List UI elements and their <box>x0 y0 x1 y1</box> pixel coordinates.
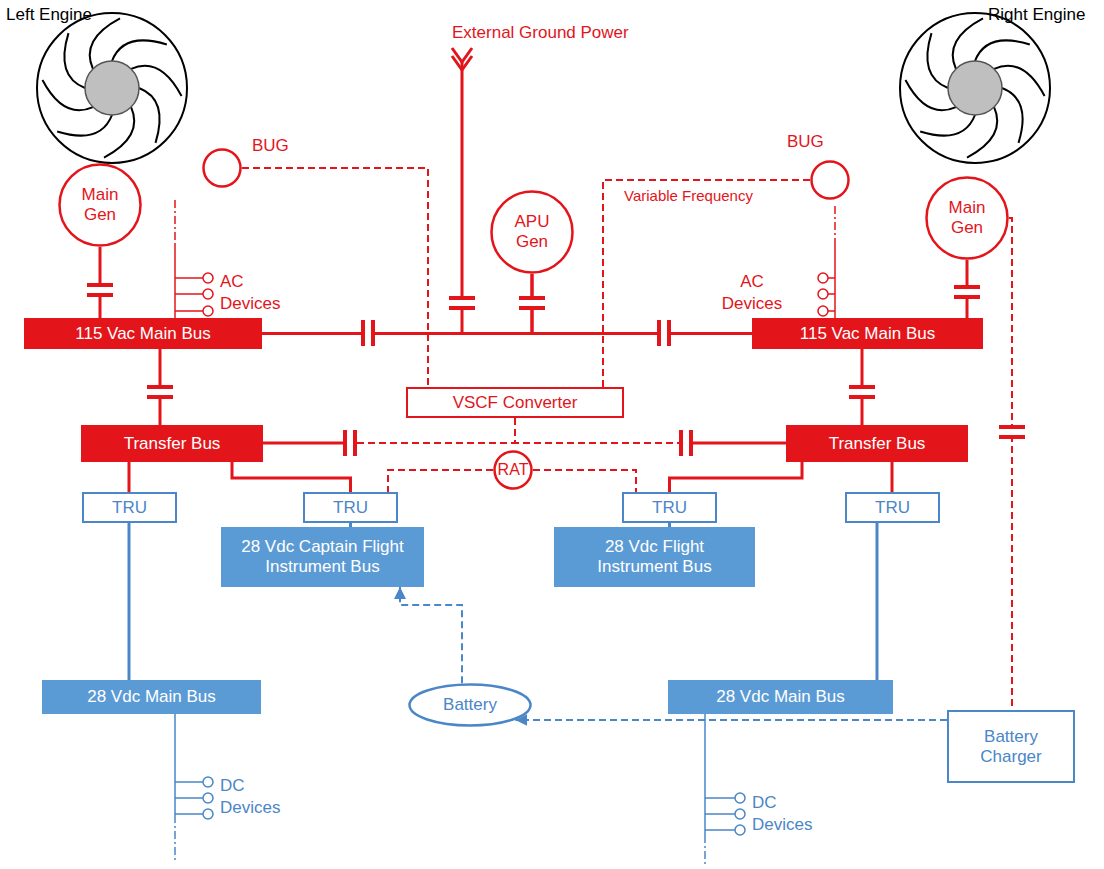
right-engine-fan <box>900 13 1050 163</box>
main-generator: Main Gen <box>58 163 142 247</box>
fan-blade <box>927 33 948 88</box>
node-shape <box>495 452 532 489</box>
rat-generator: RAT <box>493 450 533 490</box>
node-text: TRU <box>333 498 368 518</box>
node-shape <box>60 165 141 246</box>
device-group-label: DC Devices <box>752 792 818 836</box>
engine-label: Right Engine <box>988 4 1085 26</box>
power-connector <box>515 719 947 721</box>
node-shape <box>927 178 1008 259</box>
power-connector <box>128 523 131 680</box>
power-connector <box>400 587 462 683</box>
fan-blade <box>57 115 112 136</box>
battery-charger: Battery Charger <box>947 710 1075 783</box>
power-connector <box>1009 218 1012 710</box>
node-text: RAT <box>498 461 529 479</box>
ac-main-bus: 115 Vac Main Bus <box>752 318 983 349</box>
node-text: TRU <box>652 498 687 518</box>
device-group-label: AC Devices <box>716 271 788 315</box>
power-connector <box>532 274 752 334</box>
left-engine-fan <box>37 13 187 163</box>
node-shape <box>204 150 241 187</box>
power-connector <box>876 523 879 680</box>
node-text: TRU <box>112 498 147 518</box>
device-group-label: DC Devices <box>220 775 286 819</box>
node-text: APU Gen <box>506 212 558 251</box>
node-shape <box>410 685 531 726</box>
node-text: 28 Vdc Flight Instrument Bus <box>570 537 739 576</box>
node-shape <box>492 192 573 273</box>
tru-box: TRU <box>845 492 940 523</box>
node-text: 28 Vdc Captain Flight Instrument Bus <box>233 537 412 576</box>
power-connector <box>670 462 803 492</box>
node-text: BUG <box>252 136 289 156</box>
power-connector <box>533 470 636 492</box>
dc-device-wires <box>175 714 745 866</box>
transfer-tie-wire <box>262 442 787 445</box>
vscf-converter: VSCF Converter <box>406 387 624 418</box>
node-text: Battery Charger <box>969 727 1053 766</box>
tru-box: TRU <box>82 492 177 523</box>
apu-generator: APU Gen <box>490 190 574 274</box>
device-group-label: AC Devices <box>220 271 286 315</box>
ground-power-connector <box>452 48 472 333</box>
node-text: 115 Vac Main Bus <box>75 324 210 344</box>
node-text: BUG <box>787 132 824 152</box>
power-connector <box>262 274 532 334</box>
transfer-bus: Transfer Bus <box>81 425 263 462</box>
fan-blade <box>1002 88 1023 143</box>
main-generator: Main Gen <box>925 176 1009 260</box>
node-text: 115 Vac Main Bus <box>800 324 935 344</box>
node-text: Transfer Bus <box>124 434 221 454</box>
power-connector <box>891 462 894 492</box>
fan-blade <box>64 33 85 88</box>
node-text: 28 Vdc Main Bus <box>87 687 216 707</box>
power-connector <box>99 247 102 318</box>
node-text: TRU <box>875 498 910 518</box>
power-connector <box>262 332 752 335</box>
power-source-label: External Ground Power <box>452 22 629 44</box>
power-connector <box>242 168 428 387</box>
node-text: Battery <box>443 695 497 715</box>
instrument-bus: 28 Vdc Captain Flight Instrument Bus <box>221 527 424 587</box>
bug-generator: BUG <box>202 148 242 188</box>
edge-label: Variable Frequency <box>622 186 755 206</box>
fan-blade <box>139 88 160 143</box>
dc-main-bus: 28 Vdc Main Bus <box>42 680 261 714</box>
fan-blade <box>975 40 1030 61</box>
tru-box: TRU <box>303 492 398 523</box>
fan-blade <box>112 40 167 61</box>
dc-main-bus: 28 Vdc Main Bus <box>668 680 893 714</box>
power-connector <box>232 462 351 492</box>
engine-label: Left Engine <box>6 4 92 26</box>
ac-main-bus: 115 Vac Main Bus <box>24 318 262 349</box>
node-text: Main Gen <box>941 198 993 237</box>
node-shape <box>812 162 849 199</box>
power-connector <box>515 418 786 443</box>
power-connector <box>128 462 131 492</box>
power-connector <box>388 470 493 492</box>
node-text: 28 Vdc Main Bus <box>716 687 845 707</box>
node-text: Transfer Bus <box>829 434 926 454</box>
bug-generator: BUG <box>810 160 850 200</box>
transfer-bus: Transfer Bus <box>786 425 968 462</box>
power-connector <box>603 180 810 387</box>
node-outline <box>202 148 242 188</box>
instrument-bus: 28 Vdc Flight Instrument Bus <box>554 527 755 587</box>
node-text: VSCF Converter <box>453 393 578 413</box>
node-text: Main Gen <box>74 185 126 224</box>
tru-box: TRU <box>622 492 717 523</box>
power-connector <box>263 418 515 443</box>
fan-blade <box>920 115 975 136</box>
node-outline <box>810 160 850 200</box>
battery: Battery <box>408 683 532 727</box>
